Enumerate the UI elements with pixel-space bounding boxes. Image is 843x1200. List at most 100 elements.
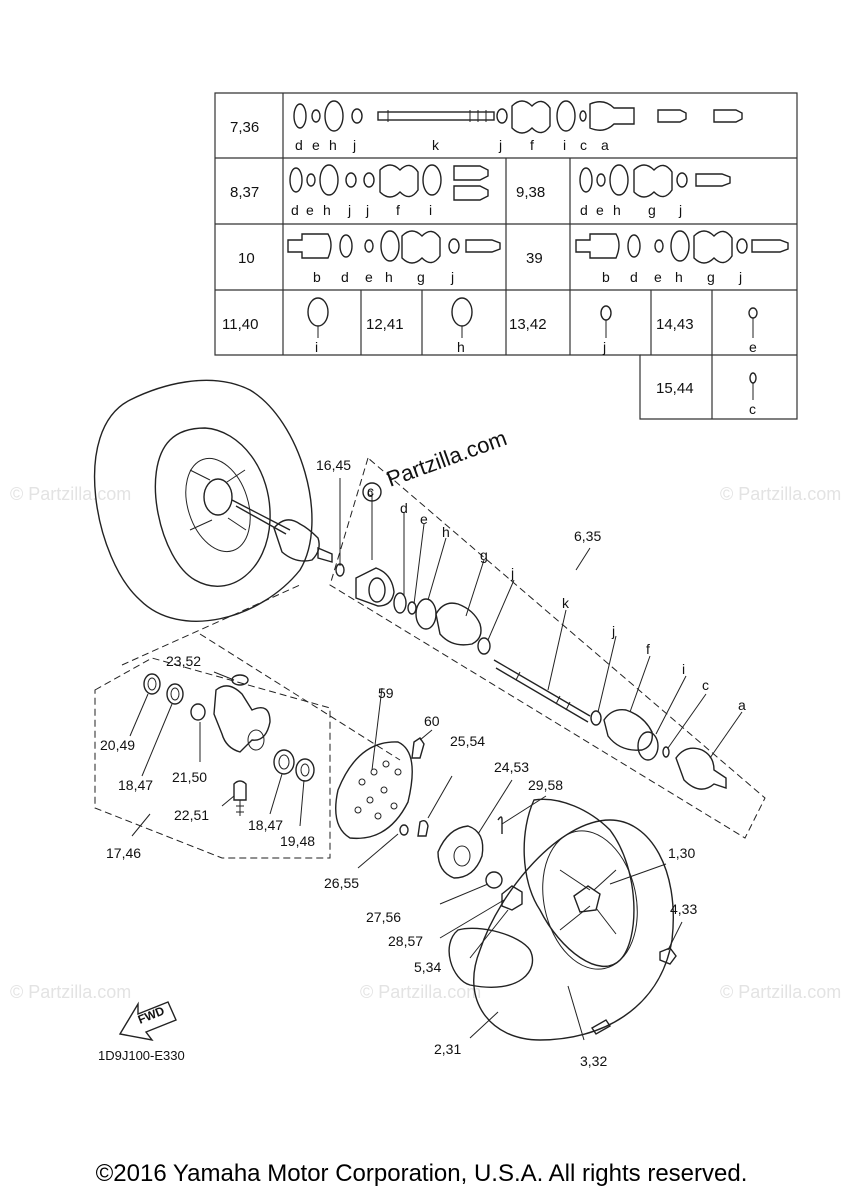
kit-code: 12,41 xyxy=(366,316,404,333)
brand-stamp: c Partzilla.com xyxy=(362,425,510,502)
shaft-letter: j xyxy=(510,565,514,581)
knuckle-parts xyxy=(129,671,315,837)
callout-label: 1,30 xyxy=(668,845,695,861)
kit-letter: e xyxy=(312,137,320,153)
callout-label: 18,47 xyxy=(118,777,153,793)
knuckle-group-frame xyxy=(94,657,331,859)
kit-letter: h xyxy=(329,137,337,153)
kit-letter: f xyxy=(396,202,400,218)
kit-row-9-38: d e h g j xyxy=(579,164,731,218)
kit-letter: f xyxy=(530,137,534,153)
callout-label: 20,49 xyxy=(100,737,135,753)
kit-letter: a xyxy=(601,137,609,153)
kit-letter: h xyxy=(675,269,683,285)
callout-label: 3,32 xyxy=(580,1053,607,1069)
kit-letter: c xyxy=(749,401,756,417)
kit-letter: h xyxy=(385,269,393,285)
kit-row-7-36: d e h j k j f i c a xyxy=(293,100,743,153)
shaft-group-frame xyxy=(329,457,766,839)
table-frame xyxy=(214,92,798,420)
kit-letter: j xyxy=(352,137,356,153)
callout-label: 19,48 xyxy=(280,833,315,849)
shaft-letter: k xyxy=(562,595,570,611)
callout-label: 28,57 xyxy=(388,933,423,949)
callout-labels: 16,45 6,35 23,52 59 60 25,54 24,53 29,58… xyxy=(100,457,697,1069)
kit-letter: g xyxy=(707,269,715,285)
shaft-letter: e xyxy=(420,511,428,527)
shaft-letter: j xyxy=(611,623,615,639)
kit-letter: g xyxy=(648,202,656,218)
kit-letter: d xyxy=(341,269,349,285)
shaft-letter: g xyxy=(480,547,488,563)
callout-label: 24,53 xyxy=(494,759,529,775)
kit-letter: g xyxy=(417,269,425,285)
kit-row-8-37: d e h j j f i xyxy=(289,164,489,218)
shaft-letter: h xyxy=(442,524,450,540)
kit-letter: j xyxy=(347,202,351,218)
kit-letter: j xyxy=(602,339,606,355)
kit-letter: h xyxy=(613,202,621,218)
shaft-assembly: c d e h g j k j f i c a xyxy=(335,478,746,790)
copyright-notice: ©2016 Yamaha Motor Corporation, U.S.A. A… xyxy=(95,1160,748,1187)
shaft-letter: a xyxy=(738,697,746,713)
kit-letter: b xyxy=(313,269,321,285)
upper-wheel xyxy=(93,379,333,622)
kit-letter: e xyxy=(365,269,373,285)
brand-logo-mark: c xyxy=(367,486,373,500)
kit-row-singles: i h j e c xyxy=(307,297,758,417)
kit-letter: k xyxy=(432,137,440,153)
shaft-letter: c xyxy=(367,483,374,499)
hub xyxy=(417,775,547,939)
fwd-arrow-icon: FWD xyxy=(118,1001,177,1042)
kit-letter: e xyxy=(654,269,662,285)
kit-row-10: b d e h g j xyxy=(287,230,501,285)
kit-letter: j xyxy=(450,269,454,285)
kit-letter: h xyxy=(457,339,465,355)
kit-letter: i xyxy=(315,339,318,355)
callout-label: 2,31 xyxy=(434,1041,461,1057)
callout-label: 23,52 xyxy=(166,653,201,669)
shaft-letter: d xyxy=(400,500,408,516)
shaft-letter: i xyxy=(682,661,685,677)
callout-label: 60 xyxy=(424,713,440,729)
kit-code: 11,40 xyxy=(222,316,258,333)
callout-label: 29,58 xyxy=(528,777,563,793)
callout-label: 25,54 xyxy=(450,733,485,749)
kit-letter: d xyxy=(291,202,299,218)
callout-label: 5,34 xyxy=(414,959,441,975)
callout-label: 59 xyxy=(378,685,394,701)
kit-letter: j xyxy=(365,202,369,218)
kit-letter: c xyxy=(580,137,587,153)
fwd-label: FWD xyxy=(136,1003,167,1026)
callout-label: 22,51 xyxy=(174,807,209,823)
group-frame-connector xyxy=(121,584,301,666)
watermark: © Partzilla.com xyxy=(720,484,841,504)
kit-letter: j xyxy=(738,269,742,285)
exploded-view: c d e h g j k j f i c a c Partzilla.com xyxy=(93,379,766,1069)
watermark: © Partzilla.com xyxy=(10,484,131,504)
kit-code: 10 xyxy=(238,250,255,267)
callout-label: 27,56 xyxy=(366,909,401,925)
callout-label: 16,45 xyxy=(316,457,351,473)
callout-label: 17,46 xyxy=(106,845,141,861)
kit-letter: d xyxy=(580,202,588,218)
kit-letter: d xyxy=(630,269,638,285)
kit-letter: e xyxy=(596,202,604,218)
diagram-reference-code: 1D9J100-E330 xyxy=(98,1048,185,1063)
shaft-letter: f xyxy=(646,641,650,657)
kit-letter: i xyxy=(563,137,566,153)
kit-letter: e xyxy=(306,202,314,218)
kit-letter: h xyxy=(323,202,331,218)
kit-table: 7,36 8,37 9,38 10 39 11,40 12,41 13,42 1… xyxy=(214,92,798,420)
callout-label: 6,35 xyxy=(574,528,601,544)
kit-letter: d xyxy=(295,137,303,153)
kit-code: 15,44 xyxy=(656,380,694,397)
watermark: © Partzilla.com xyxy=(10,982,131,1002)
lower-wheel xyxy=(448,798,683,1041)
kit-code: 7,36 xyxy=(230,119,259,136)
callout-label: 21,50 xyxy=(172,769,207,785)
kit-letter: e xyxy=(749,339,757,355)
watermark: © Partzilla.com xyxy=(360,982,481,1002)
kit-code: 9,38 xyxy=(516,184,545,201)
